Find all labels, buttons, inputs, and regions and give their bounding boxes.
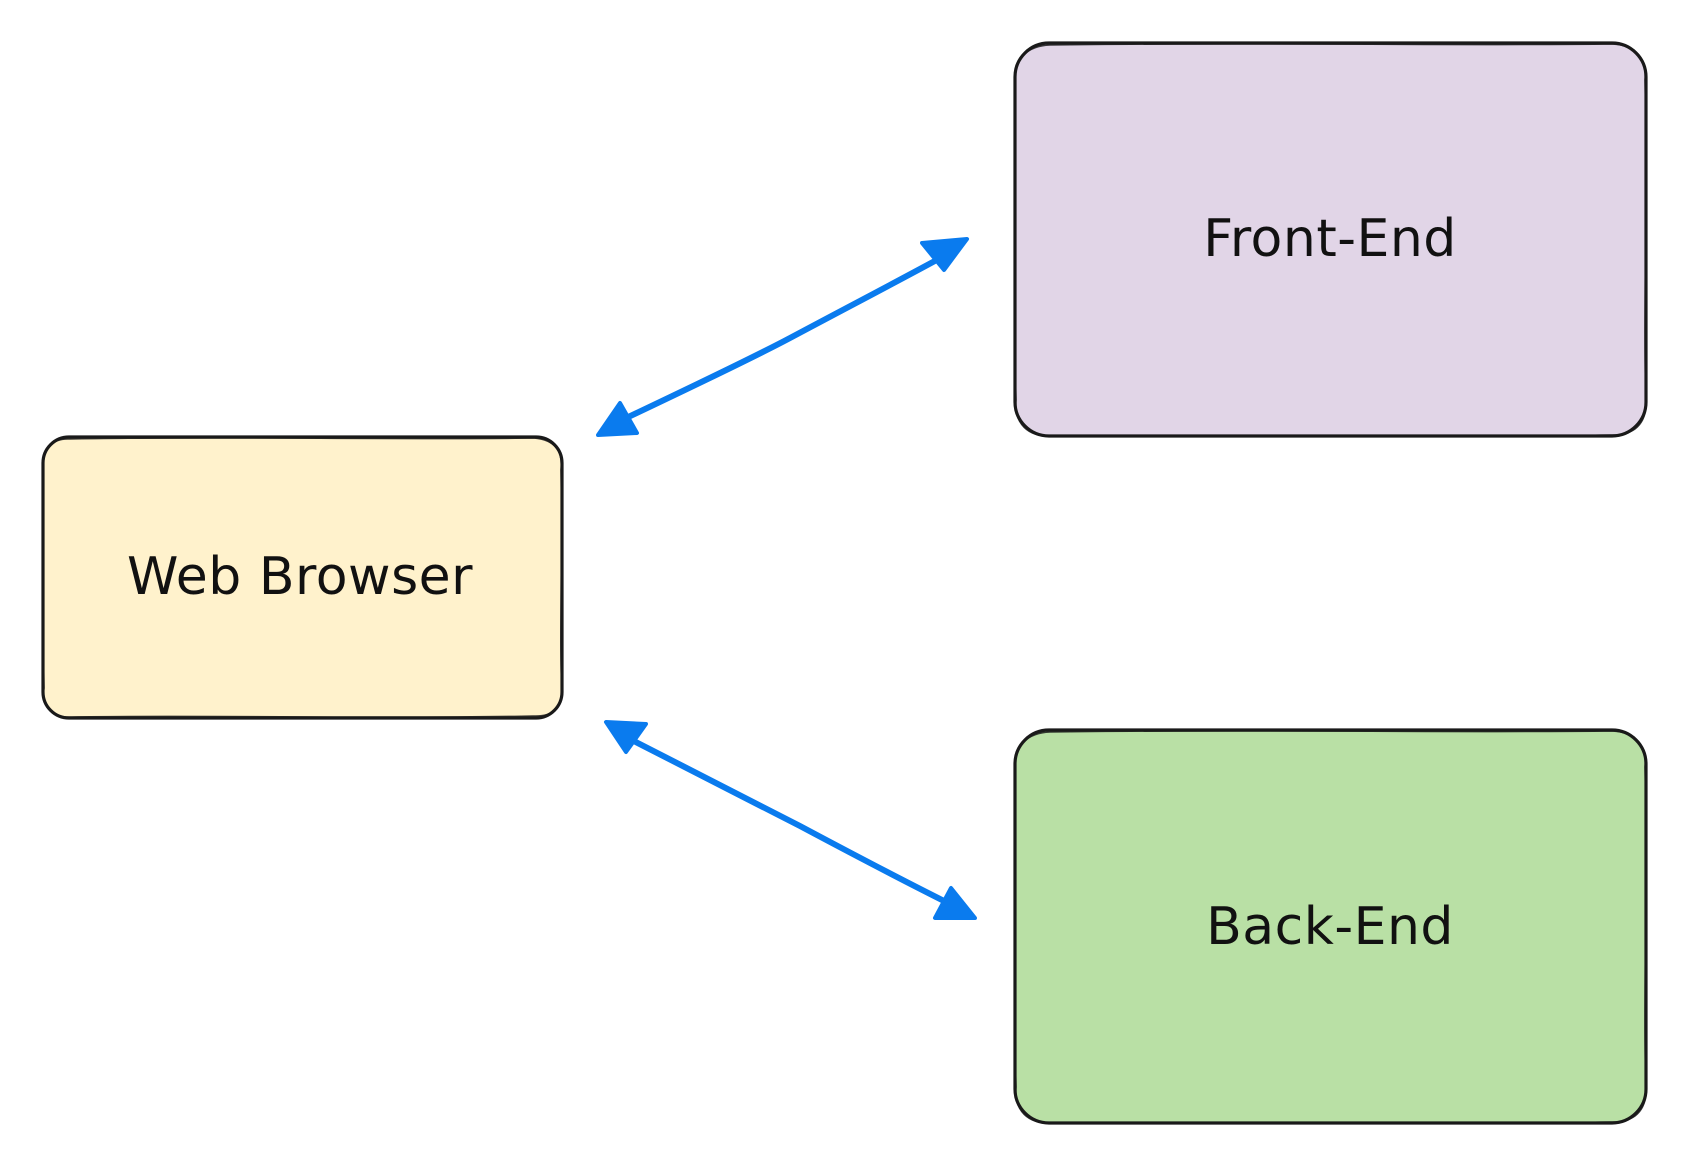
- arrowhead-frontend-end: [920, 237, 969, 272]
- node-web-browser-fill: [43, 437, 562, 718]
- connector-browser-frontend: [596, 237, 969, 437]
- node-front-end-fill: [1015, 43, 1646, 436]
- arrowhead-browser-end-top: [596, 401, 639, 437]
- node-back-end: Back-End: [1013, 728, 1648, 1125]
- connector-browser-backend: [604, 720, 977, 920]
- connector-browser-frontend-line: [619, 253, 947, 423]
- node-web-browser: Web Browser: [41, 435, 564, 720]
- node-web-browser-label: Web Browser: [127, 547, 473, 607]
- node-web-browser-sketch-outline: [42, 437, 563, 718]
- node-front-end-sketch-outline: [1014, 43, 1647, 437]
- node-back-end-label: Back-End: [1206, 897, 1454, 957]
- connector-browser-backend-line: [625, 735, 955, 908]
- node-front-end: Front-End: [1013, 41, 1648, 438]
- arrowhead-backend-end: [933, 886, 977, 920]
- node-back-end-sketch-outline: [1014, 730, 1647, 1124]
- node-front-end-label: Front-End: [1203, 209, 1457, 269]
- arrowhead-browser-end-bottom: [604, 720, 648, 754]
- node-back-end-fill: [1015, 730, 1646, 1123]
